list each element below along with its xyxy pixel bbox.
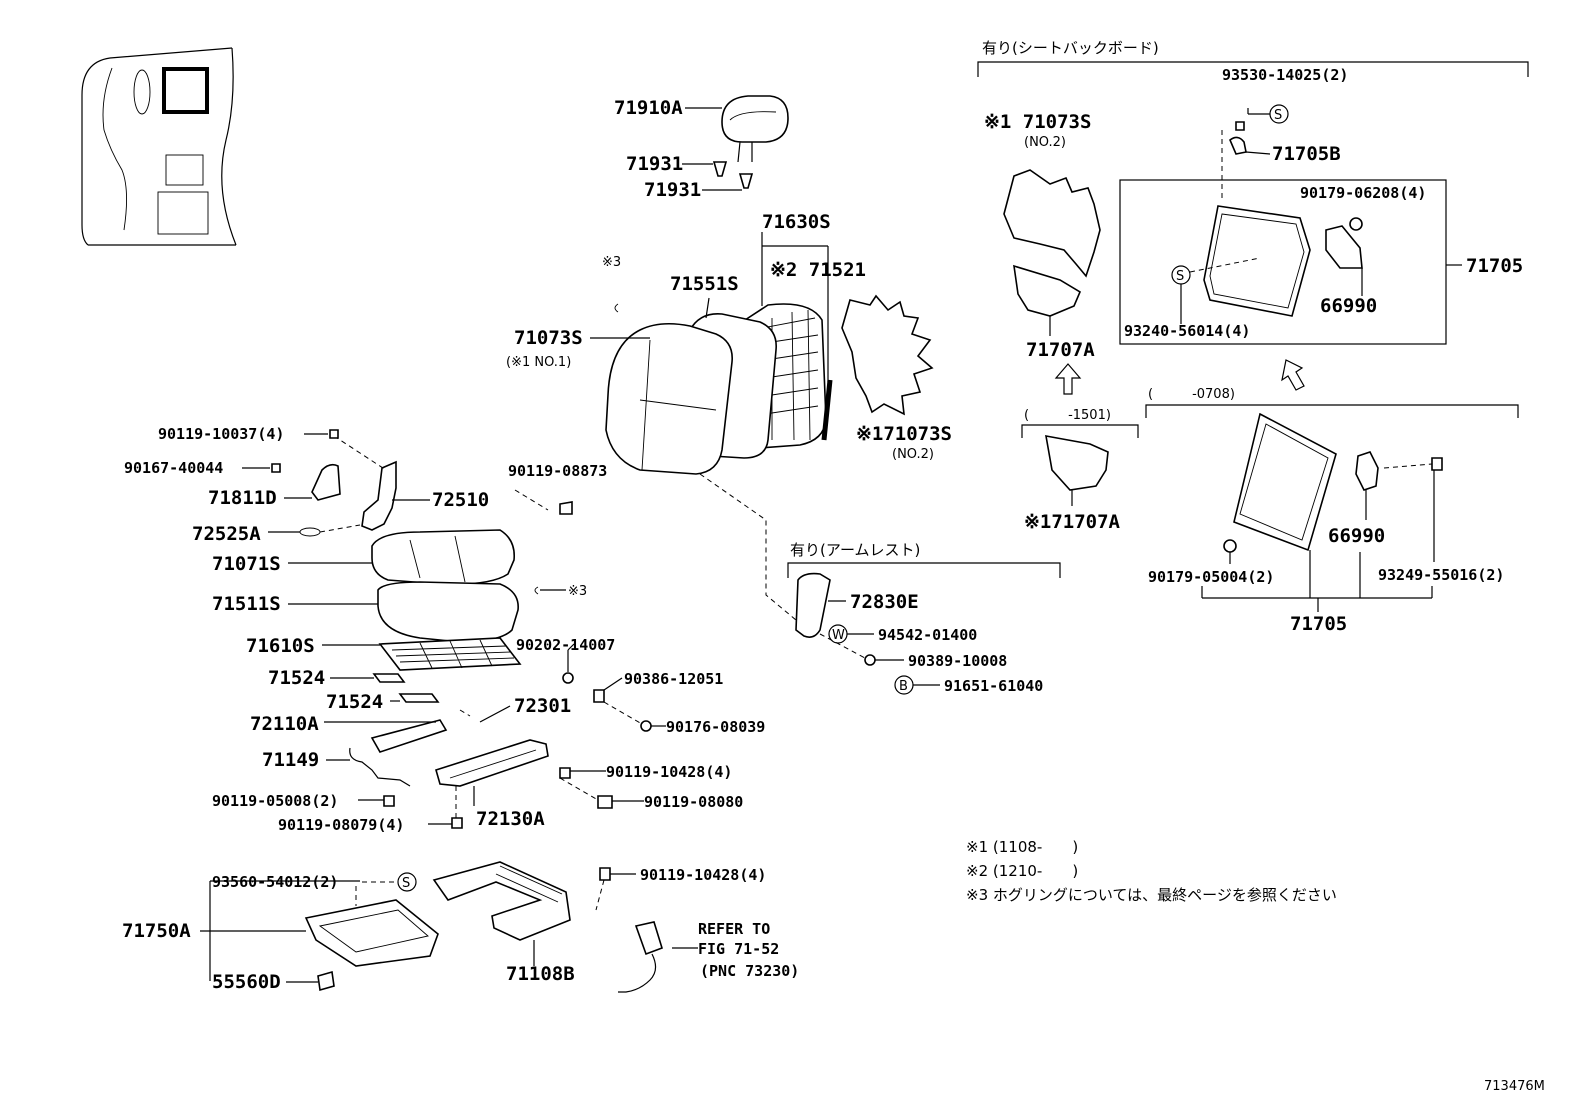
label-71551S: 71551S: [670, 273, 739, 295]
label-71524-b: 71524: [326, 691, 383, 713]
label-72525A: 72525A: [192, 523, 261, 545]
label-90119-10037: 90119-10037(4): [158, 425, 284, 443]
label-93249-55016: 93249-55016(2): [1378, 566, 1504, 584]
label-range-0708: ( -0708): [1148, 387, 1235, 402]
label-71910A: 71910A: [614, 97, 683, 119]
part-labels: 71910A 71931 71931 71630S ※2 71521 71551…: [122, 66, 1523, 993]
locator-highlight-box: [162, 67, 209, 114]
vehicle-locator-inset: [81, 47, 237, 246]
label-66990-top: 66990: [1320, 295, 1377, 317]
label-71073S-no2-right: ※1 71073S: [984, 111, 1091, 133]
header-armrest: 有り(アームレスト): [790, 541, 920, 559]
label-90389-10008: 90389-10008: [908, 652, 1007, 670]
label-71073S-no2-left-note: (NO.2): [892, 447, 934, 462]
label-71610S: 71610S: [246, 635, 315, 657]
label-71931-a: 71931: [626, 153, 683, 175]
label-71071S: 71071S: [212, 553, 281, 575]
label-91651-61040: 91651-61040: [944, 677, 1043, 695]
label-90386-12051: 90386-12051: [624, 670, 723, 688]
note-2: ※2 (1210- ): [966, 862, 1078, 880]
label-71073S-no2-left: ※171073S: [856, 423, 952, 445]
label-71521: ※2 71521: [770, 259, 866, 281]
label-90119-10428-b: 90119-10428(4): [640, 866, 766, 884]
label-71511S: 71511S: [212, 593, 281, 615]
label-71705-bottom: 71705: [1290, 613, 1347, 635]
label-refer-line3: (PNC 73230): [700, 962, 799, 980]
label-note3-cushion: ※3: [568, 584, 587, 599]
label-90167-40044: 90167-40044: [124, 459, 223, 477]
label-refer-line2: FIG 71-52: [698, 940, 779, 958]
label-93560-54012: 93560-54012(2): [212, 873, 338, 891]
symbol-b: B: [899, 679, 908, 694]
label-55560D: 55560D: [212, 971, 281, 993]
label-71705B: 71705B: [1272, 143, 1341, 165]
seatback-board-group: [977, 61, 1529, 395]
label-note3-seatback: ※3: [602, 255, 621, 270]
label-90119-10428-a: 90119-10428(4): [606, 763, 732, 781]
label-71073S-note: (※1 NO.1): [506, 355, 571, 370]
label-94542-01400: 94542-01400: [878, 626, 977, 644]
label-90119-08080: 90119-08080: [644, 793, 743, 811]
symbol-s-bottom: S: [1176, 269, 1184, 284]
label-93530-14025: 93530-14025(2): [1222, 66, 1348, 84]
armrest-group: [787, 562, 1061, 695]
header-seatback-board: 有り(シートバックボード): [982, 39, 1159, 57]
symbol-s-top: S: [1274, 108, 1282, 123]
footnotes: ※1 (1108- ) ※2 (1210- ) ※3 ホグリングについては、最終…: [966, 838, 1337, 904]
group-headers: 有り(シートバックボード) 有り(アームレスト): [790, 39, 1159, 559]
label-72110A: 72110A: [250, 713, 319, 735]
label-71750A: 71750A: [122, 920, 191, 942]
figure-id: 713476M: [1484, 1079, 1545, 1094]
label-90176-08039: 90176-08039: [666, 718, 765, 736]
label-90179-06208: 90179-06208(4): [1300, 184, 1426, 202]
label-71931-b: 71931: [644, 179, 701, 201]
symbol-s-lower: S: [402, 876, 410, 891]
label-90179-05004: 90179-05004(2): [1148, 568, 1274, 586]
label-72830E: 72830E: [850, 591, 919, 613]
label-71073S: 71073S: [514, 327, 583, 349]
label-72510: 72510: [432, 489, 489, 511]
seat-cushion-group: [242, 429, 573, 703]
label-93240-56014: 93240-56014(4): [1124, 322, 1250, 340]
seatback-group: [590, 232, 934, 621]
note-3: ※3 ホグリングについては、最終ページを参照ください: [966, 886, 1337, 904]
label-72130A: 72130A: [476, 808, 545, 830]
label-71705-top: 71705: [1466, 255, 1523, 277]
label-71630S: 71630S: [762, 211, 831, 233]
headrest-group: [682, 95, 789, 191]
label-refer-line1: REFER TO: [698, 920, 770, 938]
label-71149: 71149: [262, 749, 319, 771]
label-71073S-no2-right-note: (NO.2): [1024, 135, 1066, 150]
seat-adjuster-group: [324, 643, 666, 829]
label-71811D: 71811D: [208, 487, 277, 509]
symbol-w: W: [832, 628, 845, 643]
label-range-1501: ( -1501): [1024, 408, 1111, 423]
label-90119-08079: 90119-08079(4): [278, 816, 404, 834]
label-71707A-bottom: ※171707A: [1024, 511, 1121, 533]
label-90202-14007: 90202-14007: [516, 636, 615, 654]
label-71524-a: 71524: [268, 667, 325, 689]
circle-symbols: S S S W B: [402, 108, 1282, 891]
seatback-board-variants: [1021, 404, 1519, 612]
label-66990-bottom: 66990: [1328, 525, 1385, 547]
label-90119-05008: 90119-05008(2): [212, 792, 338, 810]
label-90119-08873: 90119-08873: [508, 462, 607, 480]
label-71707A-top: 71707A: [1026, 339, 1095, 361]
label-71108B: 71108B: [506, 963, 575, 985]
label-72301: 72301: [514, 695, 571, 717]
lower-parts-group: [200, 861, 698, 993]
note-1: ※1 (1108- ): [966, 838, 1078, 856]
